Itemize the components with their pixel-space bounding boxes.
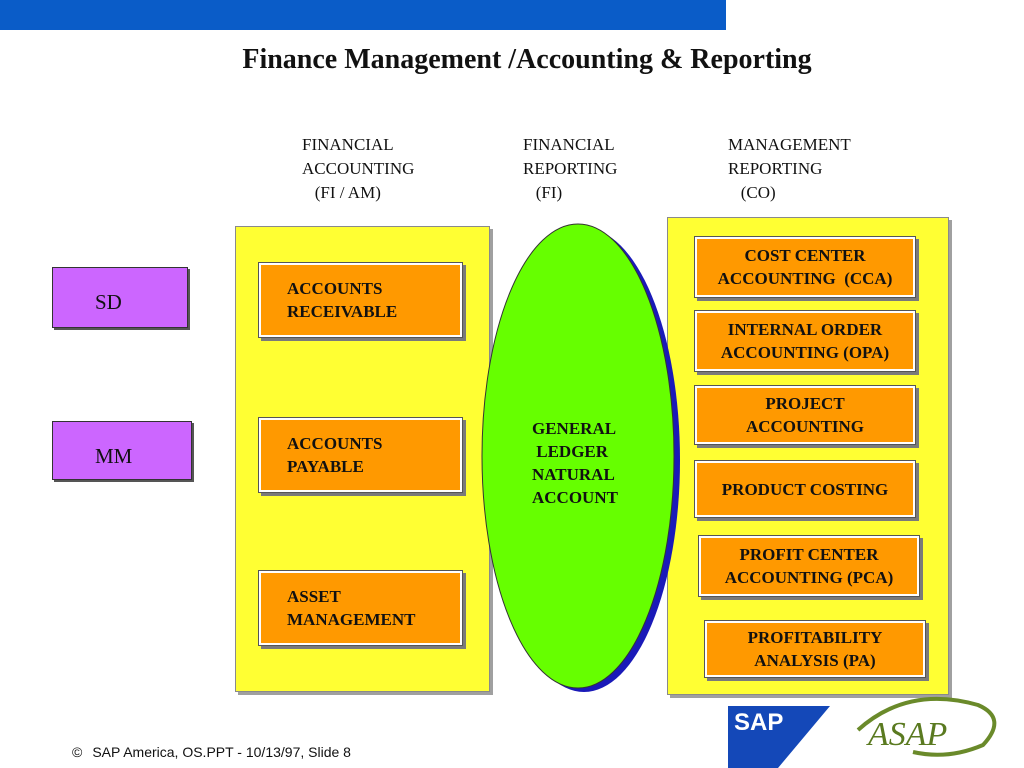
- header-financial-accounting: FINANCIAL ACCOUNTING (FI / AM): [302, 135, 415, 202]
- product-costing-box: PRODUCT COSTING: [694, 460, 916, 518]
- asap-logo-swoosh: [856, 696, 997, 757]
- general-ledger-shape: [481, 223, 675, 689]
- sap-logo-text: SAP: [734, 709, 783, 736]
- profitability-analysis-box: PROFITABILITY ANALYSIS (PA): [704, 620, 926, 678]
- accounts-payable-box: ACCOUNTS PAYABLE: [258, 417, 463, 493]
- sap-logo-shape: [728, 706, 830, 768]
- profit-center-accounting-box: PROFIT CENTER ACCOUNTING (PCA): [698, 535, 920, 597]
- general-ledger-ellipse: [481, 223, 680, 692]
- cost-center-accounting-box: COST CENTER ACCOUNTING (CCA): [694, 236, 916, 298]
- top-bar: [0, 0, 726, 30]
- footer: © SAP America, OS.PPT - 10/13/97, Slide 8: [72, 744, 351, 760]
- project-accounting-box: PROJECT ACCOUNTING: [694, 385, 916, 445]
- slide-title: Finance Management /Accounting & Reporti…: [242, 44, 812, 75]
- footer-text: SAP America, OS.PPT - 10/13/97, Slide 8: [92, 744, 351, 760]
- general-ledger-label: GENERAL LEDGER NATURAL ACCOUNT: [532, 419, 618, 507]
- asap-logo-text: ASAP: [866, 716, 947, 753]
- module-mm-label: MM: [95, 444, 133, 468]
- internal-order-accounting-box: INTERNAL ORDER ACCOUNTING (OPA): [694, 310, 916, 372]
- header-financial-reporting: FINANCIAL REPORTING (FI): [523, 135, 618, 202]
- module-sd-label: SD: [95, 290, 122, 314]
- asset-management-box: ASSET MANAGEMENT: [258, 570, 463, 646]
- module-sd: SD: [52, 267, 188, 328]
- copyright-symbol: ©: [72, 744, 83, 760]
- module-mm: MM: [52, 421, 192, 480]
- sap-asap-logo: SAP ASAP: [728, 696, 997, 768]
- accounts-receivable-box: ACCOUNTS RECEIVABLE: [258, 262, 463, 338]
- header-management-reporting: MANAGEMENT REPORTING (CO): [728, 135, 851, 202]
